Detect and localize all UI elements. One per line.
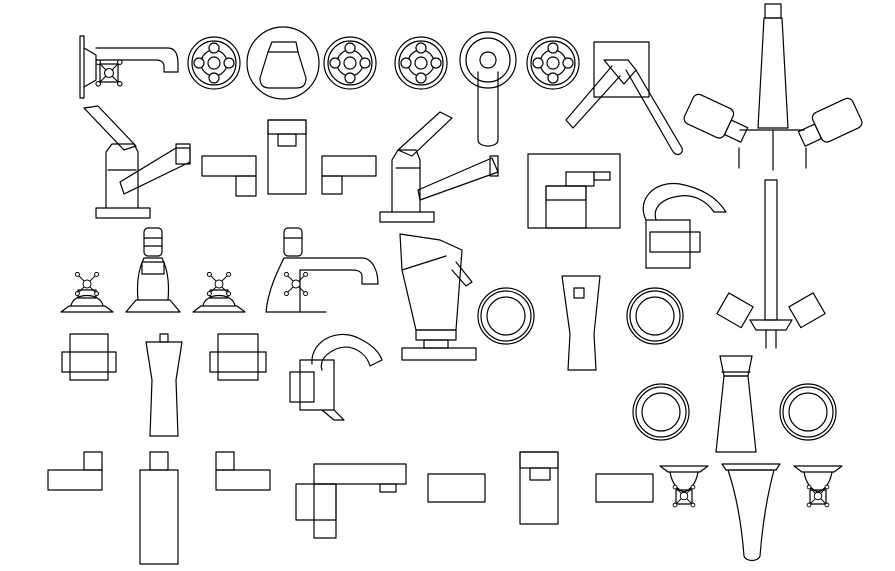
tap-block-plan-icon: [209, 333, 267, 381]
cross-handle-valve-icon: [187, 36, 241, 90]
ring-plan-icon: [626, 287, 684, 345]
shower-mixer-plate-icon: [246, 26, 320, 100]
cross-handle-valve-icon: [394, 36, 448, 90]
ring-plan-icon: [779, 383, 837, 441]
lever-handle-plate-icon: [459, 31, 517, 147]
tap-block-plan-icon: [427, 473, 486, 503]
tap-block-plan-icon: [61, 333, 117, 381]
tap-block-plan-icon: [321, 155, 377, 195]
tap-block-plan-icon: [201, 155, 257, 197]
bath-spout-icon: [265, 227, 379, 313]
tap-block-plan-icon: [215, 451, 271, 491]
single-lever-basin-mixer-icon: [379, 111, 499, 223]
bath-spout-icon: [289, 333, 383, 421]
wall-spout-icon: [79, 35, 179, 99]
pillar-tap-icon: [125, 227, 181, 313]
cross-handle-valve-icon: [323, 36, 377, 90]
tapered-body-icon: [721, 463, 781, 562]
tap-block-plan-icon: [519, 451, 559, 525]
ring-plan-icon: [477, 287, 535, 345]
column-mixer-icon: [716, 179, 826, 349]
tapered-body-icon: [561, 275, 601, 371]
pillar-tap-icon: [61, 272, 113, 312]
bath-spout-icon: [642, 182, 727, 269]
tap-block-plan-icon: [47, 451, 103, 491]
column-mixer-icon: [683, 3, 863, 171]
pillar-tap-icon: [793, 465, 843, 508]
pillar-tap-icon: [193, 272, 245, 312]
tap-block-plan-icon: [295, 463, 407, 539]
wall-mount-lever-mixer-icon: [565, 41, 683, 156]
tapered-body-icon: [145, 333, 183, 437]
tap-block-plan-icon: [267, 119, 307, 195]
tap-block-plan-icon: [139, 451, 179, 565]
ring-plan-icon: [632, 383, 690, 441]
tap-block-plan-icon: [527, 153, 621, 229]
pillar-tap-icon: [659, 465, 709, 508]
cross-handle-valve-icon: [526, 36, 580, 90]
single-lever-basin-mixer-icon: [83, 105, 191, 219]
tapered-body-icon: [715, 355, 757, 453]
kitchen-mixer-side-icon: [399, 233, 477, 361]
tap-block-plan-icon: [595, 473, 654, 503]
